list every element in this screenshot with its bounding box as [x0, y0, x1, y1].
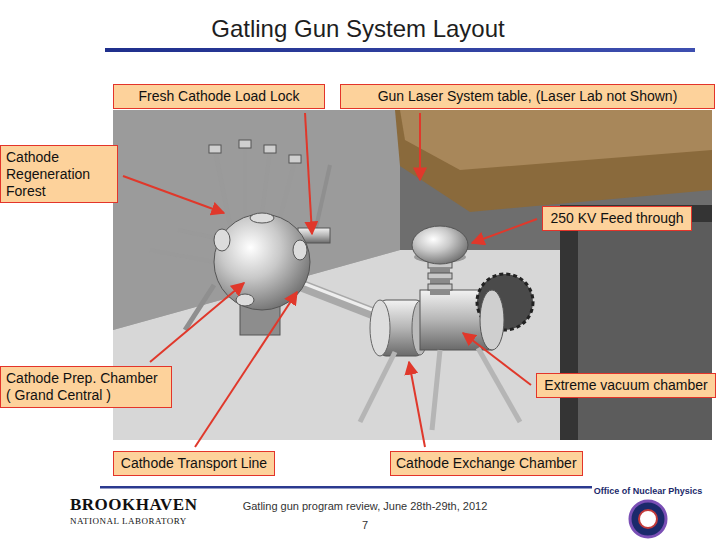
illustration-part	[560, 205, 712, 440]
illustration-part	[639, 510, 657, 528]
illustration-part	[113, 110, 712, 440]
callout-text: Cathode Prep. Chamber ( Grand Central )	[6, 370, 166, 404]
illustration-part	[428, 284, 452, 290]
callout-text: Extreme vacuum chamber	[542, 377, 710, 394]
illustration-part	[478, 348, 520, 422]
logo-text: BROOKHAVEN	[70, 495, 210, 515]
illustration-part	[472, 219, 537, 243]
illustration-part	[578, 222, 712, 440]
callout-text: Gun Laser System table, (Laser Lab not S…	[346, 88, 709, 105]
logo-text: NATIONAL LABORATORY	[70, 516, 210, 526]
illustration-part	[280, 160, 295, 218]
illustration-part	[432, 350, 440, 430]
callout-text: Cathode Exchange Chamber	[396, 455, 577, 472]
load-lock	[298, 165, 330, 243]
illustration-part	[430, 279, 450, 284]
callout-box: Fresh Cathode Load Lock	[113, 84, 325, 109]
illustration-part	[400, 110, 712, 170]
illustration-part	[215, 150, 230, 225]
leader-arrows	[123, 113, 537, 447]
illustration-part	[100, 486, 592, 489]
illustration-part	[113, 250, 560, 440]
illustration-part	[264, 145, 276, 153]
illustration-part	[480, 290, 504, 350]
callout-box: Cathode Exchange Chamber	[390, 451, 583, 476]
illustration-part	[428, 273, 452, 279]
illustration-part	[430, 290, 450, 295]
illustration-part	[412, 226, 468, 264]
illustration-part	[463, 333, 531, 385]
illustration-part	[209, 145, 221, 153]
slide-title: Gatling Gun System Layout	[0, 15, 716, 43]
illustration-part	[262, 150, 270, 214]
illustration-part	[250, 213, 274, 223]
callout-text: Cathode Transport Line	[119, 455, 269, 472]
illustration-part	[214, 229, 230, 251]
illustration-part	[315, 165, 330, 232]
callout-text: Cathode Regeneration Forest	[6, 149, 112, 199]
illustration-part	[409, 362, 425, 447]
callout-text: 250 KV Feed through	[548, 210, 686, 227]
illustration-part	[419, 113, 421, 180]
callout-box: Gun Laser System table, (Laser Lab not S…	[340, 84, 715, 109]
callout-box: Cathode Prep. Chamber ( Grand Central )	[0, 366, 172, 408]
illustration-part	[360, 352, 395, 422]
callout-box: 250 KV Feed through	[542, 206, 692, 231]
illustration-part	[243, 145, 247, 218]
callout-text: Fresh Cathode Load Lock	[119, 88, 319, 105]
vacuum-chamber	[420, 274, 533, 350]
callout-box: Extreme vacuum chamber	[536, 373, 716, 398]
illustration-part	[305, 113, 312, 234]
illustration-part	[289, 155, 301, 163]
illustration-part	[195, 292, 297, 447]
illustration-part	[430, 268, 450, 273]
illustration-part	[150, 250, 214, 262]
illustration-part	[293, 240, 307, 260]
render-scene	[113, 110, 712, 440]
illustration-part	[150, 283, 244, 362]
illustration-part	[395, 110, 712, 212]
illustration-part	[370, 300, 390, 356]
illustration-part	[239, 140, 251, 148]
illustration-part	[178, 230, 216, 238]
illustration-part	[236, 294, 254, 306]
callout-box: Cathode Regeneration Forest	[0, 145, 118, 203]
feedthrough	[412, 226, 468, 295]
illustration-part	[123, 176, 224, 213]
footer-note: Gatling gun program review, June 28th-29…	[185, 500, 545, 512]
title-rule	[105, 48, 695, 52]
support-rods	[360, 348, 520, 430]
exchange-chamber	[370, 300, 428, 356]
callout-box: Cathode Transport Line	[113, 451, 275, 476]
illustration-part	[630, 501, 666, 537]
page-number: 7	[185, 519, 545, 531]
logo-text: Office of Nuclear Physics	[588, 486, 708, 496]
illustration-part	[185, 285, 214, 330]
